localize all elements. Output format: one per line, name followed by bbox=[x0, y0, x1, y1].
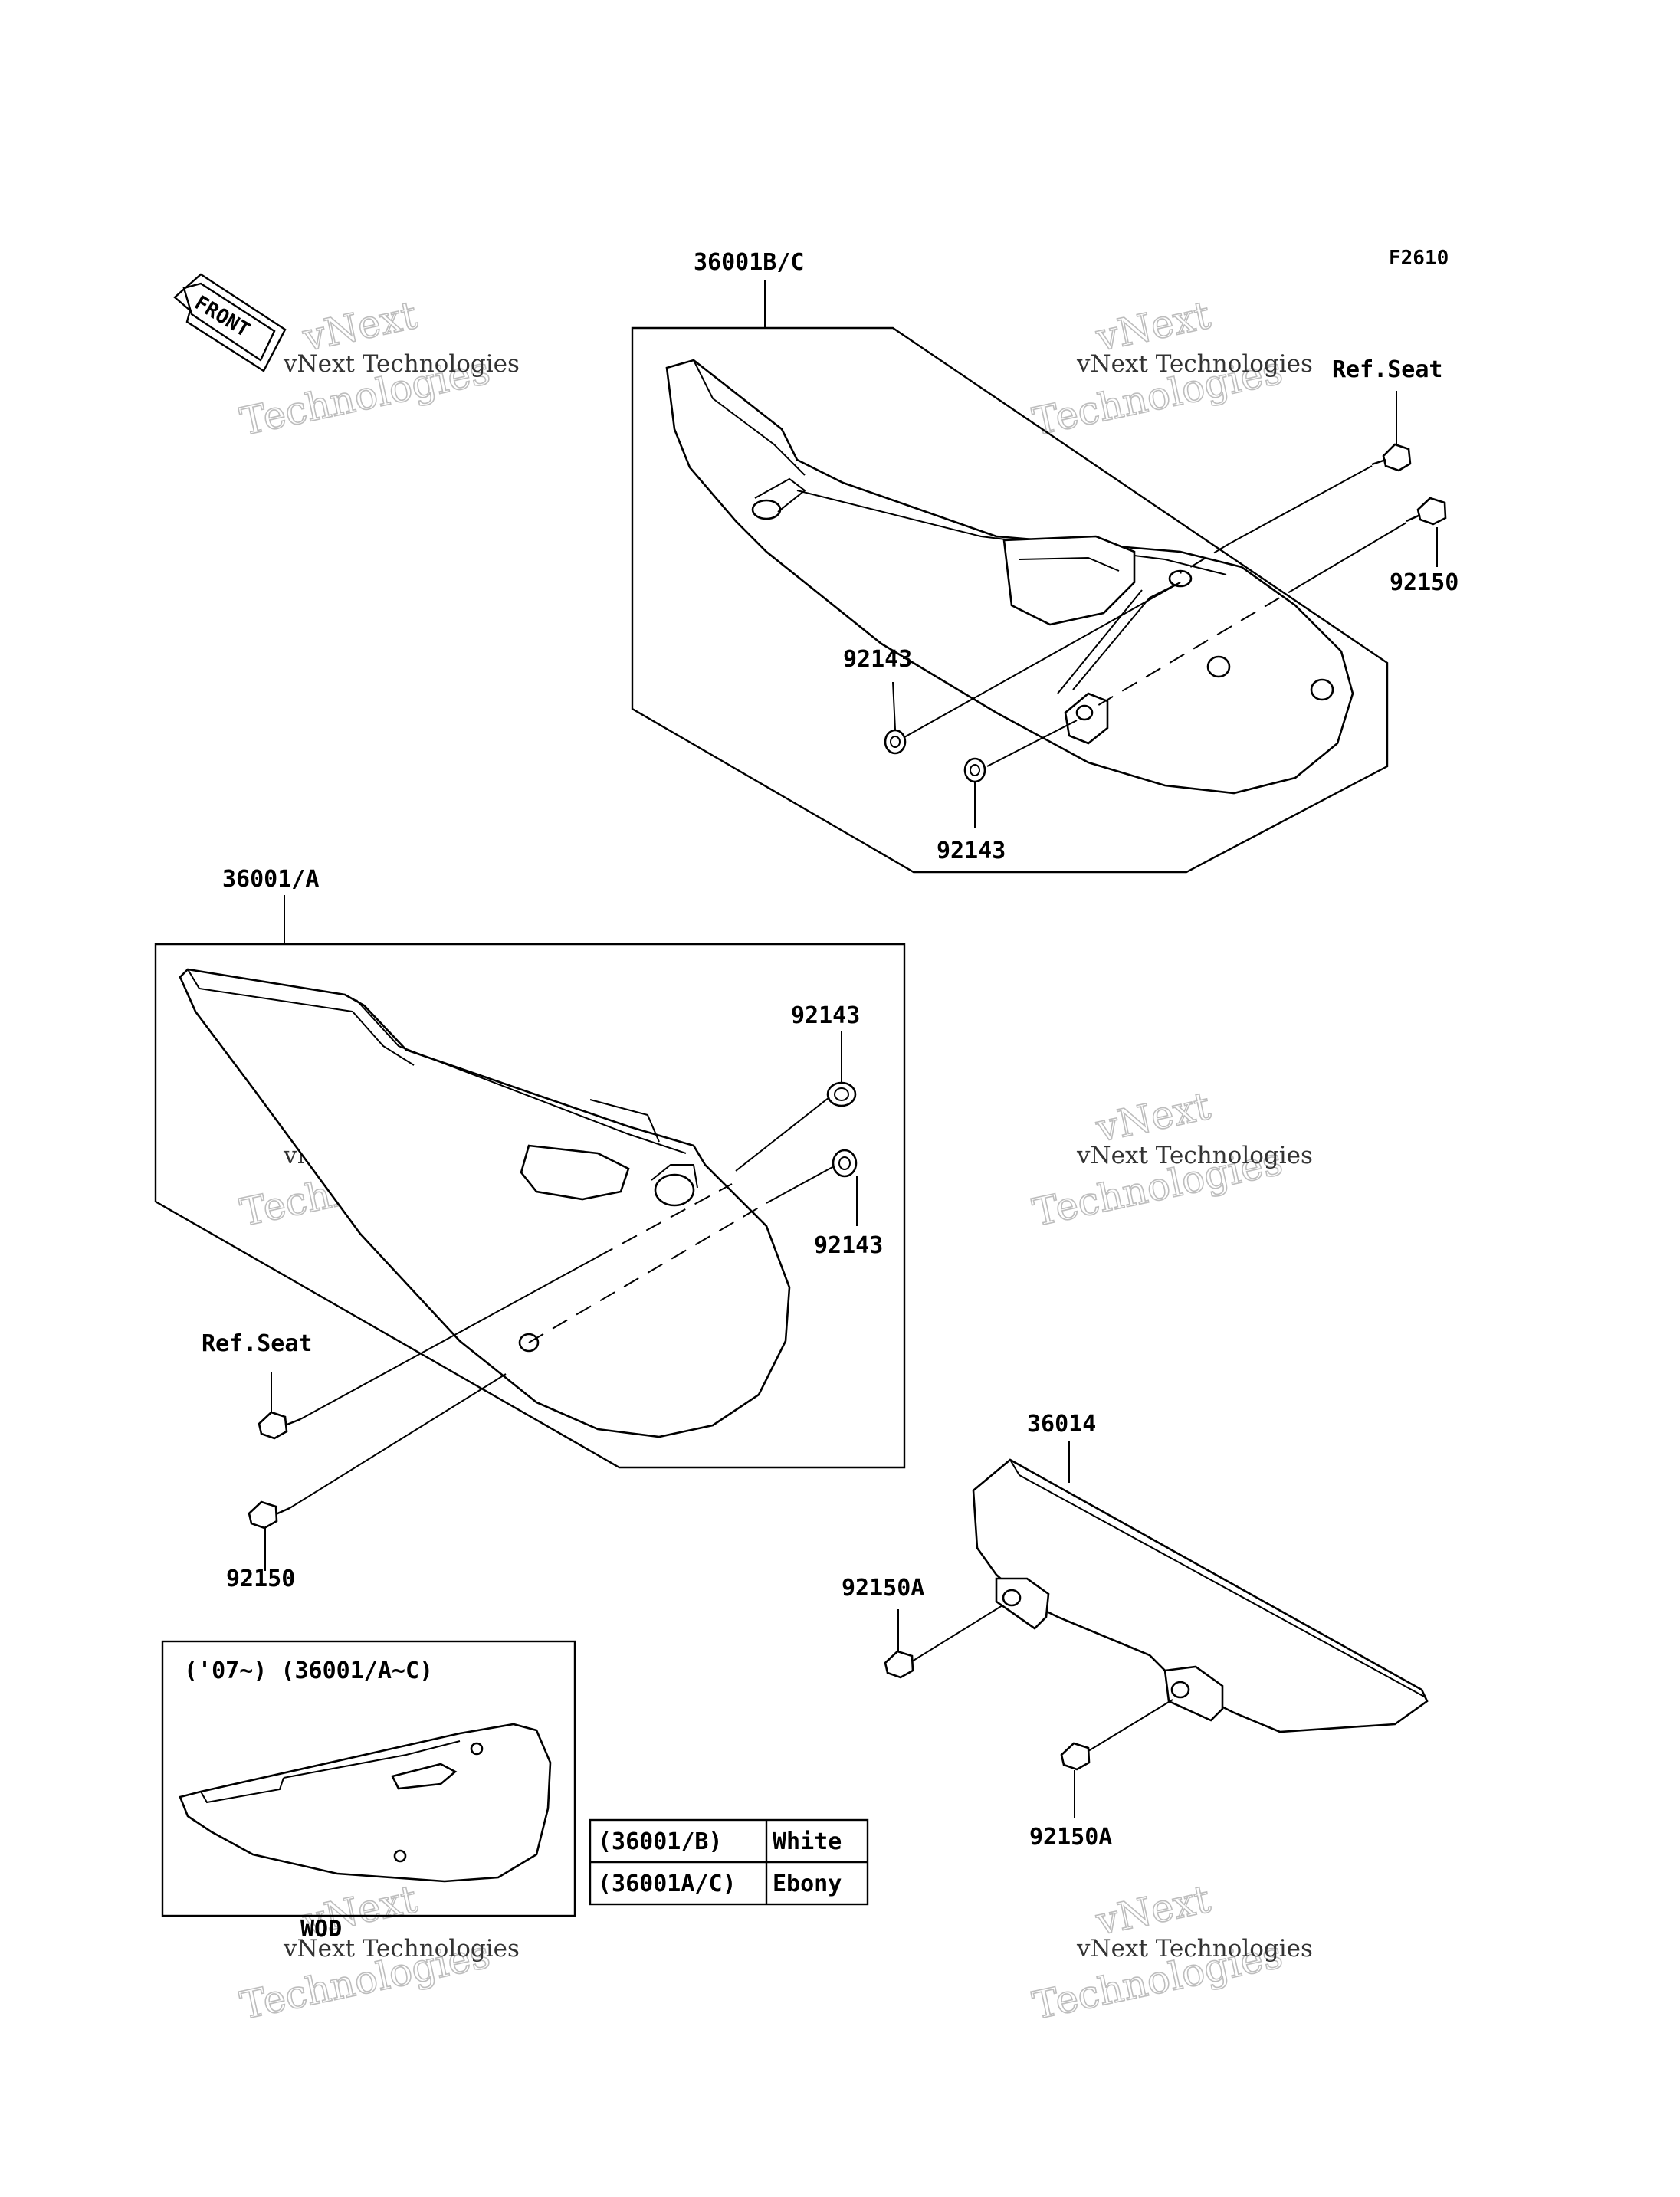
lower-group-frame bbox=[154, 943, 906, 1469]
chain-guard-bolt-top-label: 92150A bbox=[842, 1575, 924, 1602]
upper-washer-b bbox=[963, 757, 986, 783]
upper-side-cover bbox=[665, 359, 1354, 795]
watermark: vNext Technologies vNext Technologies bbox=[1029, 1876, 1313, 2028]
lower-group-title: 36001/A bbox=[222, 866, 319, 893]
upper-group-frame bbox=[631, 326, 1389, 874]
watermark: vNext Technologies vNext Technologies bbox=[236, 1876, 520, 2028]
figure-code: F2610 bbox=[1389, 247, 1449, 270]
svg-text:vNext Technologies: vNext Technologies bbox=[1076, 1935, 1313, 1963]
chain-guard-title: 36014 bbox=[1027, 1411, 1096, 1438]
upper-ref-seat-label: Ref.Seat bbox=[1332, 356, 1443, 383]
upper-ref-seat-bolt bbox=[1371, 443, 1412, 472]
upper-washer-b-label: 92143 bbox=[937, 838, 1006, 864]
svg-text:vNext: vNext bbox=[1091, 1084, 1214, 1151]
lower-ref-seat-label: Ref.Seat bbox=[202, 1330, 313, 1357]
inset-model: WOD bbox=[300, 1916, 342, 1943]
lower-washer-top bbox=[826, 1081, 857, 1107]
chain-guard-bolt-bottom bbox=[1060, 1742, 1091, 1771]
lower-bolt-92150 bbox=[248, 1500, 290, 1530]
upper-washer-a-label: 92143 bbox=[843, 646, 912, 673]
svg-text:vNext Technologies: vNext Technologies bbox=[283, 1935, 520, 1963]
inset-07-cover: ('07~) (36001/A~C) WOD bbox=[161, 1640, 576, 1943]
chain-guard-bolt-top bbox=[884, 1650, 914, 1679]
color-table: (36001/B) White (36001A/C) Ebony bbox=[589, 1818, 869, 1906]
color-table-color-2: Ebony bbox=[773, 1871, 842, 1897]
watermark: vNext Technologies vNext Technologies bbox=[1029, 1083, 1313, 1235]
svg-text:vNext Technologies: vNext Technologies bbox=[283, 350, 520, 378]
svg-text:vNext Technologies: vNext Technologies bbox=[1076, 1142, 1313, 1169]
chain-guard bbox=[972, 1458, 1429, 1733]
lower-side-cover-group: 36001/A bbox=[154, 866, 906, 1592]
chain-guard-bolt-bottom-label: 92150A bbox=[1029, 1824, 1112, 1851]
lower-side-cover bbox=[179, 968, 791, 1438]
lower-ref-seat-bolt bbox=[258, 1411, 301, 1440]
lower-washer-bottom bbox=[832, 1149, 858, 1178]
lower-washer-bottom-label: 92143 bbox=[814, 1232, 883, 1259]
color-table-code-2: (36001A/C) bbox=[598, 1871, 737, 1897]
color-table-code-1: (36001/B) bbox=[598, 1828, 723, 1855]
upper-washer-a bbox=[884, 729, 907, 755]
svg-text:vNext: vNext bbox=[1091, 1877, 1214, 1944]
front-arrow-icon: FRONT bbox=[173, 273, 287, 372]
inset-caption: ('07~) (36001/A~C) bbox=[184, 1658, 433, 1684]
lower-bolt-label: 92150 bbox=[226, 1566, 295, 1592]
upper-bolt-label: 92150 bbox=[1390, 569, 1459, 596]
svg-text:vNext Technologies: vNext Technologies bbox=[1076, 350, 1313, 378]
upper-side-cover-group: 36001B/C bbox=[631, 249, 1459, 874]
chain-guard-group: 36014 92150A 92150A bbox=[842, 1411, 1429, 1851]
lower-washer-top-label: 92143 bbox=[791, 1002, 860, 1029]
color-table-color-1: White bbox=[773, 1828, 842, 1855]
upper-group-title: 36001B/C bbox=[694, 249, 805, 276]
watermark: vNext Technologies vNext Technologies bbox=[1029, 292, 1313, 444]
upper-bolt-92150 bbox=[1406, 497, 1447, 526]
watermark: vNext Technologies vNext Technologies vN… bbox=[236, 292, 520, 444]
